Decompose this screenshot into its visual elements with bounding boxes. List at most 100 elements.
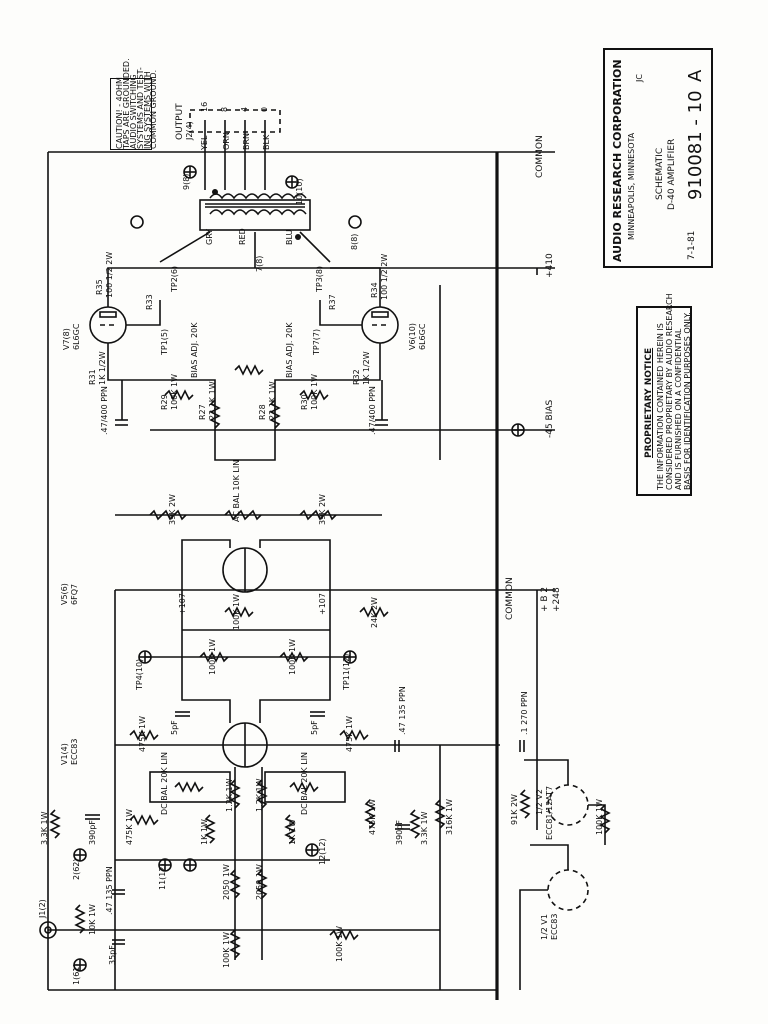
c2-label: 390pF	[88, 820, 97, 845]
r29-value: 100K 1W	[170, 373, 179, 410]
rv1-pot	[174, 781, 204, 793]
v6-grid-wire	[320, 343, 381, 381]
r25-label: 39K 2W	[168, 494, 177, 525]
voltage-left-label: +107	[178, 593, 187, 615]
r9-label: 3.3K 1W	[420, 811, 429, 845]
v1-plate-wire	[530, 844, 569, 870]
company-location: MINNEAPOLIS, MINNESOTA	[627, 132, 636, 240]
r17-label: 1K 1W	[200, 819, 209, 845]
output-label: OUTPUT	[175, 103, 185, 140]
v6-cathode-wire	[319, 300, 362, 326]
wire-orn-label: ORN	[222, 132, 231, 150]
r19-resistor	[129, 729, 159, 741]
v1-half-type-label: ECC83	[550, 913, 559, 940]
input-pin-label: 2(62)	[72, 858, 81, 880]
c7-label: .47 135 PPN	[398, 686, 407, 735]
tp3-label: TP3(8)	[315, 265, 324, 292]
v5-type-label: 6FQ7	[70, 583, 79, 605]
r13-label: 475K 1W	[368, 798, 377, 835]
r32-value: 1K 1/2W	[362, 351, 371, 385]
tp11-label: TP11(12)	[342, 653, 351, 690]
r4-resistor	[229, 929, 241, 959]
notice-line-1: THE INFORMATION CONTAINED HEREIN IS	[656, 323, 665, 490]
v1-input-tube	[547, 869, 589, 911]
c3-label: 390pF	[395, 820, 404, 845]
r23-resistor	[224, 606, 254, 618]
tp1-label: TP1(5)	[160, 328, 169, 355]
rv7-bias-pot	[234, 364, 264, 376]
v7-plate-wire	[107, 267, 160, 307]
r8-resistor	[49, 809, 61, 839]
r32-ref: R32	[352, 369, 361, 385]
tp2-label: TP2(6)	[170, 265, 179, 292]
r18-label: 1K 1W	[288, 819, 297, 845]
r16-label: 1.2K 1W	[255, 778, 264, 812]
r21-label: 100K 1W	[208, 638, 217, 675]
tp7-label: TP7(7)	[312, 328, 321, 355]
v1-type-label: ECC83	[70, 738, 79, 765]
v6-ref-label: V6(10)	[408, 323, 417, 350]
rv6-label: AC BAL 10K LIN	[232, 459, 241, 522]
caution-note-box: CAUTION! - 4OHM TAPS ARE GROUNDED. AUDIO…	[110, 58, 158, 150]
r35-value: 100 1/2 2W	[105, 251, 114, 298]
product-name: D-40 AMPLIFIER	[667, 138, 677, 210]
r1-resistor	[74, 904, 86, 934]
drawing-revision: A	[685, 69, 706, 82]
input-grid-wire	[519, 889, 548, 990]
common-label: COMMON	[535, 135, 545, 178]
v5-ref-label: V5(6)	[60, 583, 69, 605]
caution-line-6: COMMON GROUND.	[149, 69, 158, 149]
voltage-right-label: +107	[318, 593, 327, 615]
b-plus-label: + B 2	[540, 586, 550, 612]
document-type: SCHEMATIC	[655, 147, 665, 200]
tp-8-top	[348, 215, 362, 229]
r7-label: 100K 1W	[595, 798, 604, 835]
r34-value: 100 1/2 2W	[380, 253, 389, 300]
tap-4-label: 4	[240, 106, 249, 112]
primary-lead-blu	[299, 231, 331, 263]
v7-cathode-wire	[126, 300, 161, 326]
r29-ref: R29	[160, 394, 169, 410]
r13-resistor	[364, 799, 376, 829]
v1-half-ref-label: 1/2 V1	[540, 914, 549, 940]
c9-label: .47/400 PPN	[100, 386, 109, 435]
rv1-label: DC BAL 20K LIN	[160, 751, 169, 815]
r6-label: 2050 1W	[255, 864, 264, 900]
r28-value: 22.1K 1W	[268, 381, 277, 420]
r37-ref: R37	[328, 294, 337, 310]
r30-ref: R30	[300, 394, 309, 410]
notice-heading: PROPRIETARY NOTICE	[644, 347, 654, 458]
tp12-12-label: 12(12)	[318, 838, 327, 865]
plus-410-label: +410	[545, 253, 555, 278]
c4-label: 5pF	[170, 720, 179, 735]
r17-resistor	[204, 814, 216, 844]
tp7-8-label: 7(8)	[255, 255, 264, 272]
r33-ref: R33	[145, 294, 154, 310]
tap-16-label: 16	[200, 101, 209, 112]
c6-label: .47 135 PPN	[105, 866, 114, 915]
r35-ref: R35	[95, 279, 104, 295]
v7-type-label: 6L6GC	[72, 323, 81, 350]
drawing-date: 7-1-81	[687, 230, 697, 260]
r2-label: 100K 1W	[335, 925, 344, 962]
notice-line-3: AND IS FURNISHED ON A CONFIDENTIAL	[674, 328, 683, 490]
output-transformer-primary	[199, 199, 311, 231]
r22-label: 100K 1W	[288, 638, 297, 675]
v2-ref-label: 1/2 V2	[535, 789, 544, 815]
phase-dot-1	[212, 189, 218, 195]
c8-label: .1 270 PPN	[520, 691, 529, 735]
r20-label: 475K 1W	[345, 715, 354, 752]
v2-type-label: ECC81/12AT7	[545, 785, 554, 840]
input-jack-label: J1(2)	[38, 899, 47, 918]
wire-blu-label: BLU	[285, 229, 294, 245]
r7-wire	[588, 804, 606, 845]
v6-type-label: 6L6GC	[418, 323, 427, 350]
v7-grid-wire	[107, 343, 170, 381]
r31-ref: R31	[88, 369, 97, 385]
bias-divider-wire	[170, 379, 320, 461]
output-jack-label: J2(4)	[185, 121, 194, 140]
r4-label: 100K 1W	[222, 931, 231, 968]
r9-resistor	[409, 809, 421, 839]
r28-ref: R28	[258, 404, 267, 420]
output-jack-box	[189, 109, 281, 133]
